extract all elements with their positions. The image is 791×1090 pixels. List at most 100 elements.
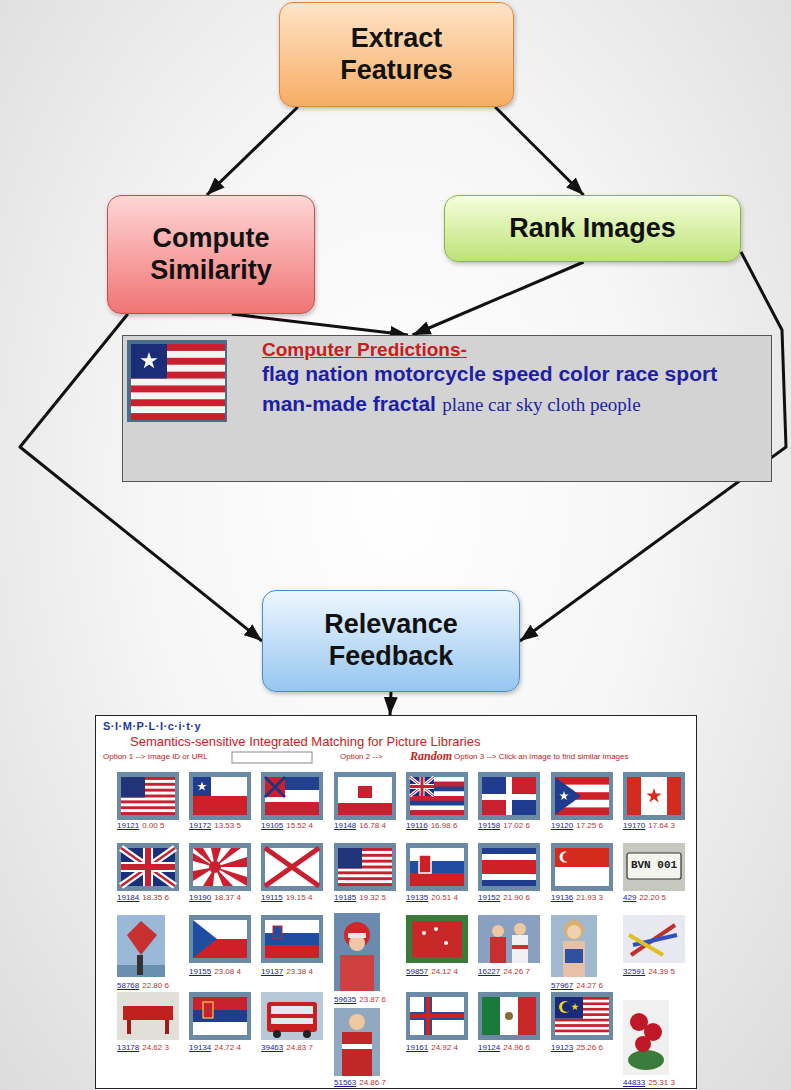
image-id: 19158 — [478, 821, 500, 830]
flag-thumb — [406, 992, 468, 1040]
photo-thumb — [478, 915, 540, 963]
flag-thumb — [478, 843, 540, 891]
flag-thumb — [571, 1003, 579, 1010]
photo-thumb — [512, 935, 528, 963]
distance-score: 24.27 6 — [576, 981, 603, 990]
photo-thumb — [334, 913, 380, 991]
license-plate-thumb — [623, 843, 685, 891]
flag-thumb — [189, 992, 251, 1040]
distance-score: 19.32 5 — [359, 893, 386, 902]
thumb-caption: 3259124.39 5 — [623, 967, 675, 977]
flag-thumb — [410, 806, 464, 811]
flag-thumb — [627, 777, 681, 815]
flag-thumb — [555, 997, 609, 1035]
flag-photo — [127, 340, 227, 422]
photo-thumb — [492, 925, 504, 937]
flag-thumb — [189, 915, 251, 963]
process-box: Compute Similarity — [107, 195, 315, 314]
flag-thumb — [410, 777, 434, 796]
thumb-caption: 1919018.37 4 — [189, 893, 241, 903]
photo-thumb — [551, 915, 597, 977]
distance-score: 23.08 4 — [214, 967, 241, 976]
thumb-caption: 3946324.83 7 — [261, 1043, 313, 1053]
image-id: 19120 — [551, 821, 573, 830]
photo-thumb — [117, 915, 165, 977]
image-id: 19124 — [478, 1043, 500, 1052]
distance-score: 21.90 6 — [503, 893, 530, 902]
photo-thumb — [623, 1000, 669, 1075]
photo-thumb — [348, 933, 366, 938]
process-box: Rank Images — [444, 195, 741, 262]
flag-thumb — [197, 782, 207, 791]
photo-thumb — [127, 1020, 131, 1034]
thumb-caption: 1916124.92 4 — [406, 1043, 458, 1053]
flag-thumb — [555, 997, 609, 1035]
photo-thumb — [117, 992, 179, 1040]
photo-thumb — [271, 1018, 313, 1024]
thumb-caption: 1913424.72 4 — [189, 1043, 241, 1053]
connector-arrow — [390, 692, 391, 715]
thumb-caption: 1918519.32 5 — [334, 893, 386, 903]
flag-thumb — [338, 777, 392, 803]
image-id: 19105 — [261, 821, 283, 830]
flag-thumb — [121, 848, 175, 886]
thumb-caption: 1917213.53 5 — [189, 821, 241, 831]
flag-thumb — [482, 794, 536, 800]
image-id: 19155 — [189, 967, 211, 976]
distance-score: 16.78 4 — [359, 821, 386, 830]
flag-thumb — [562, 1002, 572, 1012]
flag-thumb — [189, 843, 251, 891]
photo-thumb — [303, 1030, 311, 1038]
photo-thumb — [434, 927, 438, 931]
distance-score: 17.64 3 — [648, 821, 675, 830]
plate-text: BVN 001 — [629, 859, 679, 872]
photo-thumb — [478, 915, 540, 963]
flag-thumb — [482, 997, 500, 1035]
distance-score: 24.92 4 — [431, 1043, 458, 1052]
flag-thumb — [273, 926, 282, 938]
flag-thumb — [334, 772, 396, 820]
flag-thumb — [265, 777, 285, 797]
flag-thumb — [203, 1002, 213, 1018]
box-label: Extract Features — [310, 23, 483, 87]
flag-thumb — [121, 777, 175, 815]
flag-thumb — [338, 803, 392, 815]
flag-thumb — [189, 915, 251, 963]
photo-thumb — [422, 931, 426, 935]
result-screenshot: S·I·M·P·L·I·c·i·t·ySemantics-sensitive I… — [95, 715, 697, 1089]
flag-thumb — [623, 772, 685, 820]
distance-score: 24.72 4 — [214, 1043, 241, 1052]
image-id: 19137 — [261, 967, 283, 976]
image-id: 19152 — [478, 893, 500, 902]
image-id: 58768 — [117, 981, 139, 990]
flag-thumb — [406, 772, 468, 820]
flag-thumb — [261, 843, 323, 891]
photo-thumb — [444, 941, 448, 945]
flag-thumb — [426, 997, 430, 1035]
distance-score: 18.35 6 — [142, 893, 169, 902]
flag-thumb — [623, 772, 685, 820]
photo-thumb — [340, 955, 374, 991]
photo-thumb — [349, 1014, 365, 1030]
thumb-caption: 1915523.08 4 — [189, 967, 241, 977]
distance-score: 21.93 3 — [576, 893, 603, 902]
flag-thumb — [117, 843, 179, 891]
photo-thumb — [635, 1036, 651, 1052]
connector-arrow — [495, 107, 583, 195]
license-plate-thumb — [623, 843, 685, 891]
process-box: Extract Features — [279, 2, 514, 107]
photo-thumb — [261, 992, 323, 1040]
connector-arrow — [232, 314, 408, 335]
image-id: 19161 — [406, 1043, 428, 1052]
flag-thumb — [121, 848, 175, 886]
flag-thumb — [406, 772, 468, 820]
image-id: 19184 — [117, 893, 139, 902]
screenshot-subtitle: Semantics-sensitive Integrated Matching … — [130, 734, 480, 749]
flag-thumb — [121, 848, 175, 886]
box-label: Relevance Feedback — [277, 609, 505, 673]
thumb-caption: 1910515.52 4 — [261, 821, 313, 831]
flag-thumb — [627, 777, 641, 815]
flag-thumb — [193, 997, 247, 1010]
photo-thumb — [123, 1006, 173, 1020]
flag-thumb — [334, 843, 396, 891]
